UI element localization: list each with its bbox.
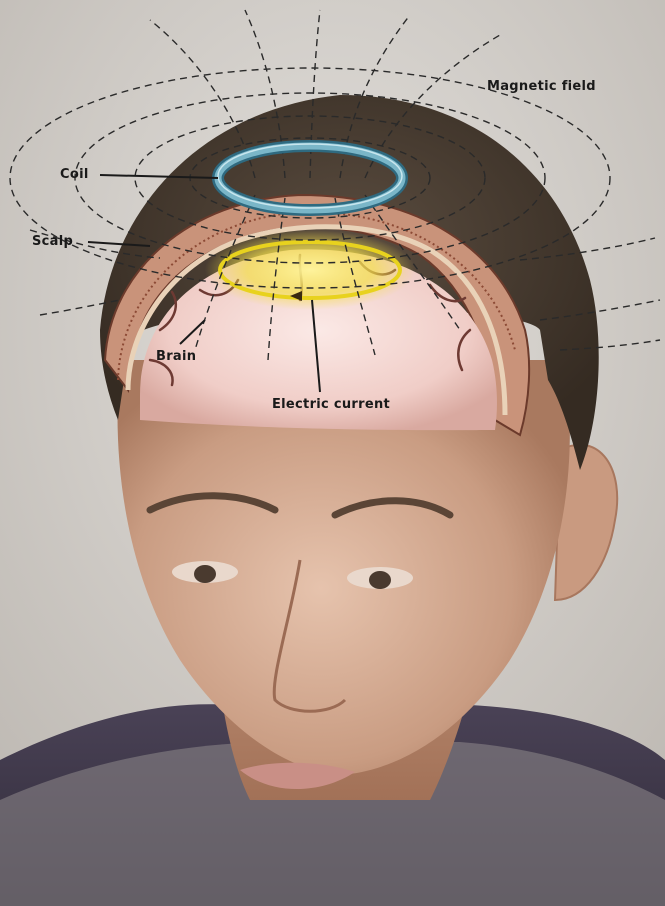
magnetic-field-label: Magnetic field (487, 79, 596, 94)
right-iris (369, 571, 391, 589)
scalp-label: Scalp (32, 234, 73, 249)
left-iris (194, 565, 216, 583)
coil-label: Coil (60, 167, 89, 182)
electric-current-label: Electric current (272, 397, 390, 412)
brain-label: Brain (156, 349, 196, 364)
